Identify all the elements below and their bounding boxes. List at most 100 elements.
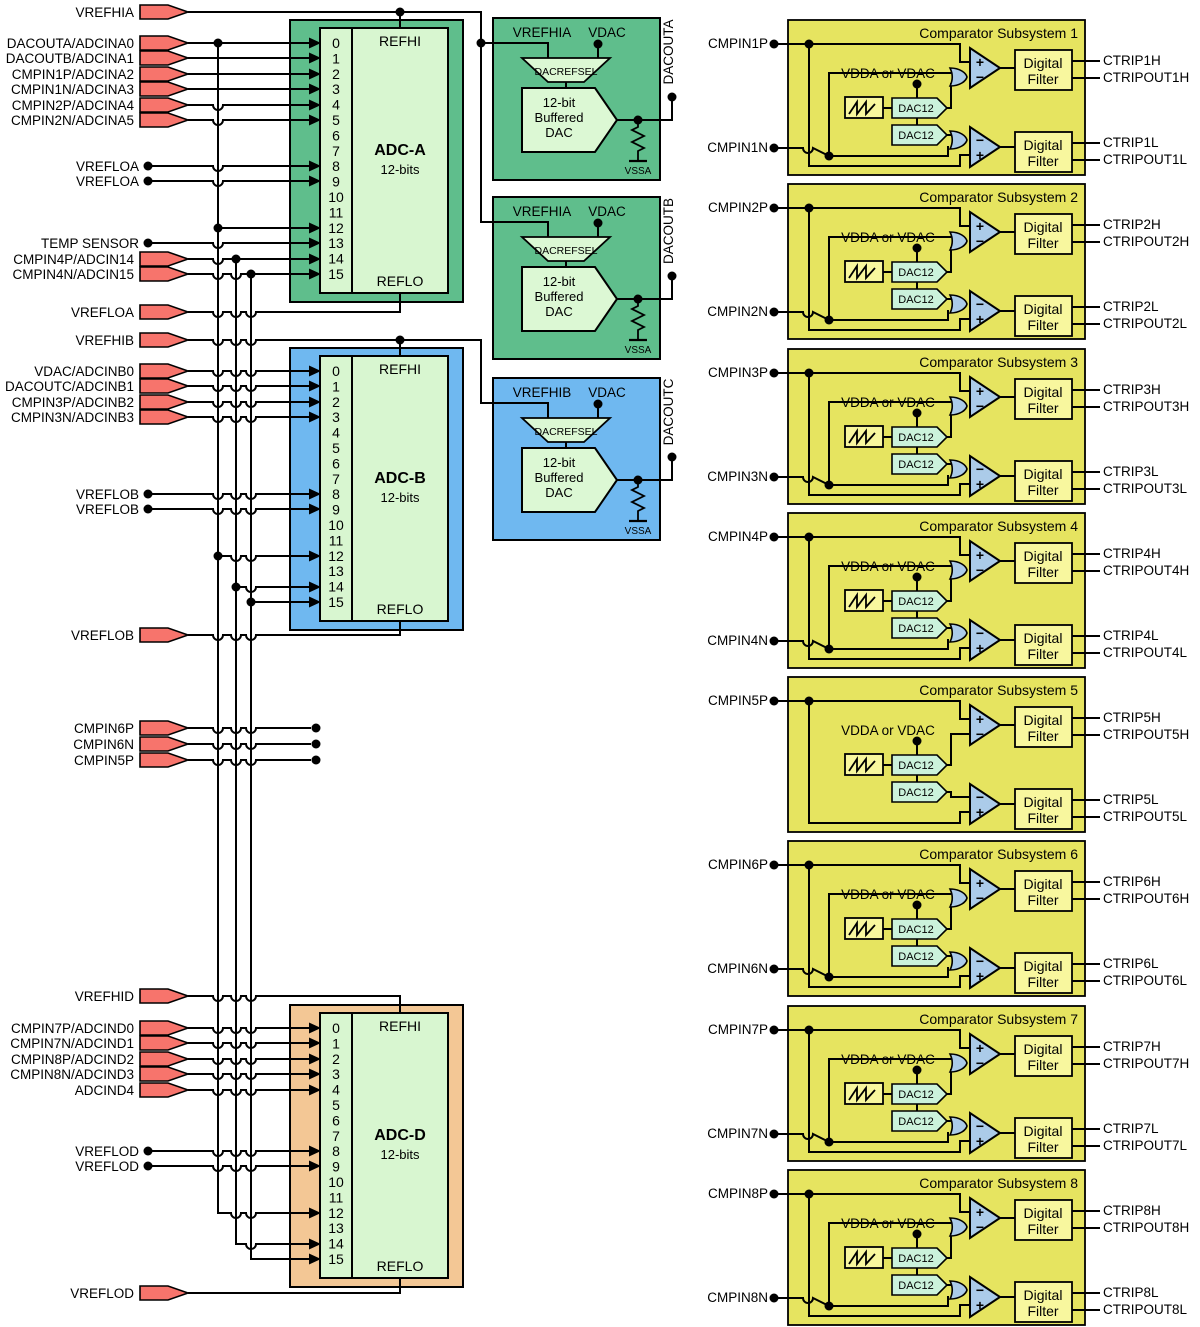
plus-sign: + bbox=[976, 875, 984, 891]
filter-line: Filter bbox=[1027, 235, 1058, 251]
wire bbox=[829, 1132, 949, 1143]
dac12-label: DAC12 bbox=[898, 432, 933, 444]
pin-label: VREFLOD bbox=[75, 1159, 139, 1174]
digital-filter-box bbox=[1014, 1199, 1073, 1241]
pin-label: VREFLOD bbox=[70, 1286, 134, 1301]
junction-dot bbox=[593, 399, 603, 409]
junction-dot bbox=[213, 38, 223, 48]
pin-label: CMPIN6P bbox=[74, 721, 134, 736]
channel-number: 13 bbox=[328, 563, 344, 579]
buffered-dac-shape bbox=[521, 87, 619, 153]
ctrip-label: CTRIP8H bbox=[1103, 1203, 1161, 1218]
input-mux-icon bbox=[948, 130, 968, 150]
filter-line: Filter bbox=[1027, 1303, 1058, 1319]
pin-arrow-icon bbox=[139, 736, 191, 752]
pin-label: VREFLOB bbox=[71, 628, 134, 643]
pin-arrow-icon bbox=[139, 50, 191, 66]
ctripout-label: CTRIPOUT8H bbox=[1103, 1220, 1189, 1235]
ramp-waveform-icon bbox=[848, 1085, 876, 1103]
vdda-vdac-label: VDDA or VDAC bbox=[841, 230, 935, 245]
plus-sign: + bbox=[976, 476, 984, 492]
subsystem-title: Comparator Subsystem 4 bbox=[919, 518, 1078, 534]
digital-filter-box bbox=[1014, 1281, 1073, 1323]
channel-number: 7 bbox=[332, 143, 340, 159]
pin-arrow-icon bbox=[139, 4, 191, 20]
buffered-dac-shape bbox=[521, 266, 619, 332]
vdda-vdac-label: VDDA or VDAC bbox=[841, 395, 935, 410]
input-mux-icon bbox=[948, 1280, 968, 1300]
wire bbox=[629, 120, 647, 161]
channel-number: 13 bbox=[328, 235, 344, 251]
left-pin-row bbox=[139, 35, 321, 51]
filter-line: Digital bbox=[1024, 1041, 1063, 1057]
wire bbox=[148, 508, 310, 515]
comparator-low-icon bbox=[969, 125, 1002, 169]
comparator-low-icon bbox=[969, 618, 1002, 662]
ramp-generator-box bbox=[844, 96, 884, 119]
ctrip-label: CTRIP1H bbox=[1103, 53, 1161, 68]
pin-label: CMPIN1P/ADCINA2 bbox=[12, 67, 134, 82]
dac12-label: DAC12 bbox=[898, 1280, 933, 1292]
dacrefsel-mux bbox=[519, 417, 613, 443]
dac12-high-shape bbox=[891, 426, 949, 448]
dac12-label: DAC12 bbox=[898, 596, 933, 608]
pin-arrow-icon bbox=[139, 97, 191, 113]
junction-dot bbox=[912, 79, 922, 89]
pin-label: TEMP SENSOR bbox=[41, 236, 139, 251]
dac12-high-shape bbox=[891, 261, 949, 283]
junction-dot bbox=[143, 238, 153, 248]
ctrip-label: CTRIP2L bbox=[1103, 299, 1159, 314]
ctripout-label: CTRIPOUT5H bbox=[1103, 727, 1189, 742]
channel-number: 14 bbox=[328, 1236, 344, 1252]
vssa-label: VSSA bbox=[625, 166, 652, 177]
input-mux-icon bbox=[948, 67, 968, 87]
digital-filter-box bbox=[1014, 706, 1073, 748]
input-mux-icon bbox=[948, 231, 968, 251]
plus-sign: + bbox=[976, 640, 984, 656]
subsystem-wires bbox=[769, 1189, 1100, 1317]
dac12-label: DAC12 bbox=[898, 459, 933, 471]
plus-sign: + bbox=[976, 1040, 984, 1056]
digital-filter-box bbox=[1014, 1117, 1073, 1159]
subsystem-wires bbox=[769, 532, 1100, 660]
digital-filter-box bbox=[1014, 213, 1073, 255]
plus-sign: + bbox=[976, 968, 984, 984]
arrowhead-icon bbox=[309, 1037, 321, 1049]
ctrip-label: CTRIP7L bbox=[1103, 1121, 1159, 1136]
filter-line: Digital bbox=[1024, 876, 1063, 892]
dacout-label: DACOUTB bbox=[661, 198, 676, 264]
pin-label: CMPIN8N/ADCIND3 bbox=[10, 1067, 134, 1082]
junction-dot bbox=[804, 1189, 814, 1199]
dac12-low-shape bbox=[891, 945, 949, 967]
dac12-label: DAC12 bbox=[898, 924, 933, 936]
dac12-label: DAC12 bbox=[898, 787, 933, 799]
wire bbox=[829, 310, 949, 321]
arrowhead-icon bbox=[309, 114, 321, 126]
dac12-label: DAC12 bbox=[898, 1116, 933, 1128]
wire bbox=[774, 967, 830, 978]
input-mux-icon bbox=[948, 294, 968, 314]
cmpin-p-label: CMPIN5P bbox=[708, 693, 768, 708]
cmpin-p-label: CMPIN3P bbox=[708, 365, 768, 380]
wire bbox=[808, 208, 970, 331]
wire bbox=[828, 565, 951, 649]
ctrip-label: CTRIP6L bbox=[1103, 956, 1159, 971]
wire bbox=[947, 733, 970, 766]
filter-line: Digital bbox=[1024, 630, 1063, 646]
filter-line: Digital bbox=[1024, 1123, 1063, 1139]
junction-dot bbox=[769, 1293, 779, 1303]
comparator-high-icon bbox=[969, 210, 1002, 254]
dac12-low-shape bbox=[891, 617, 949, 639]
subsystem-parts bbox=[844, 1196, 1073, 1323]
vssa-label: VSSA bbox=[625, 345, 652, 356]
ctripout-label: CTRIPOUT7L bbox=[1103, 1138, 1188, 1153]
dac12-high-shape bbox=[891, 590, 949, 612]
junction-dot bbox=[769, 368, 779, 378]
dac12-high-shape bbox=[891, 918, 949, 940]
digital-filter-box bbox=[1014, 542, 1073, 584]
wire bbox=[774, 372, 970, 392]
wire bbox=[148, 180, 310, 187]
channel-number: 14 bbox=[328, 251, 344, 267]
ramp-waveform-icon bbox=[848, 1249, 876, 1267]
wire bbox=[188, 1278, 401, 1294]
